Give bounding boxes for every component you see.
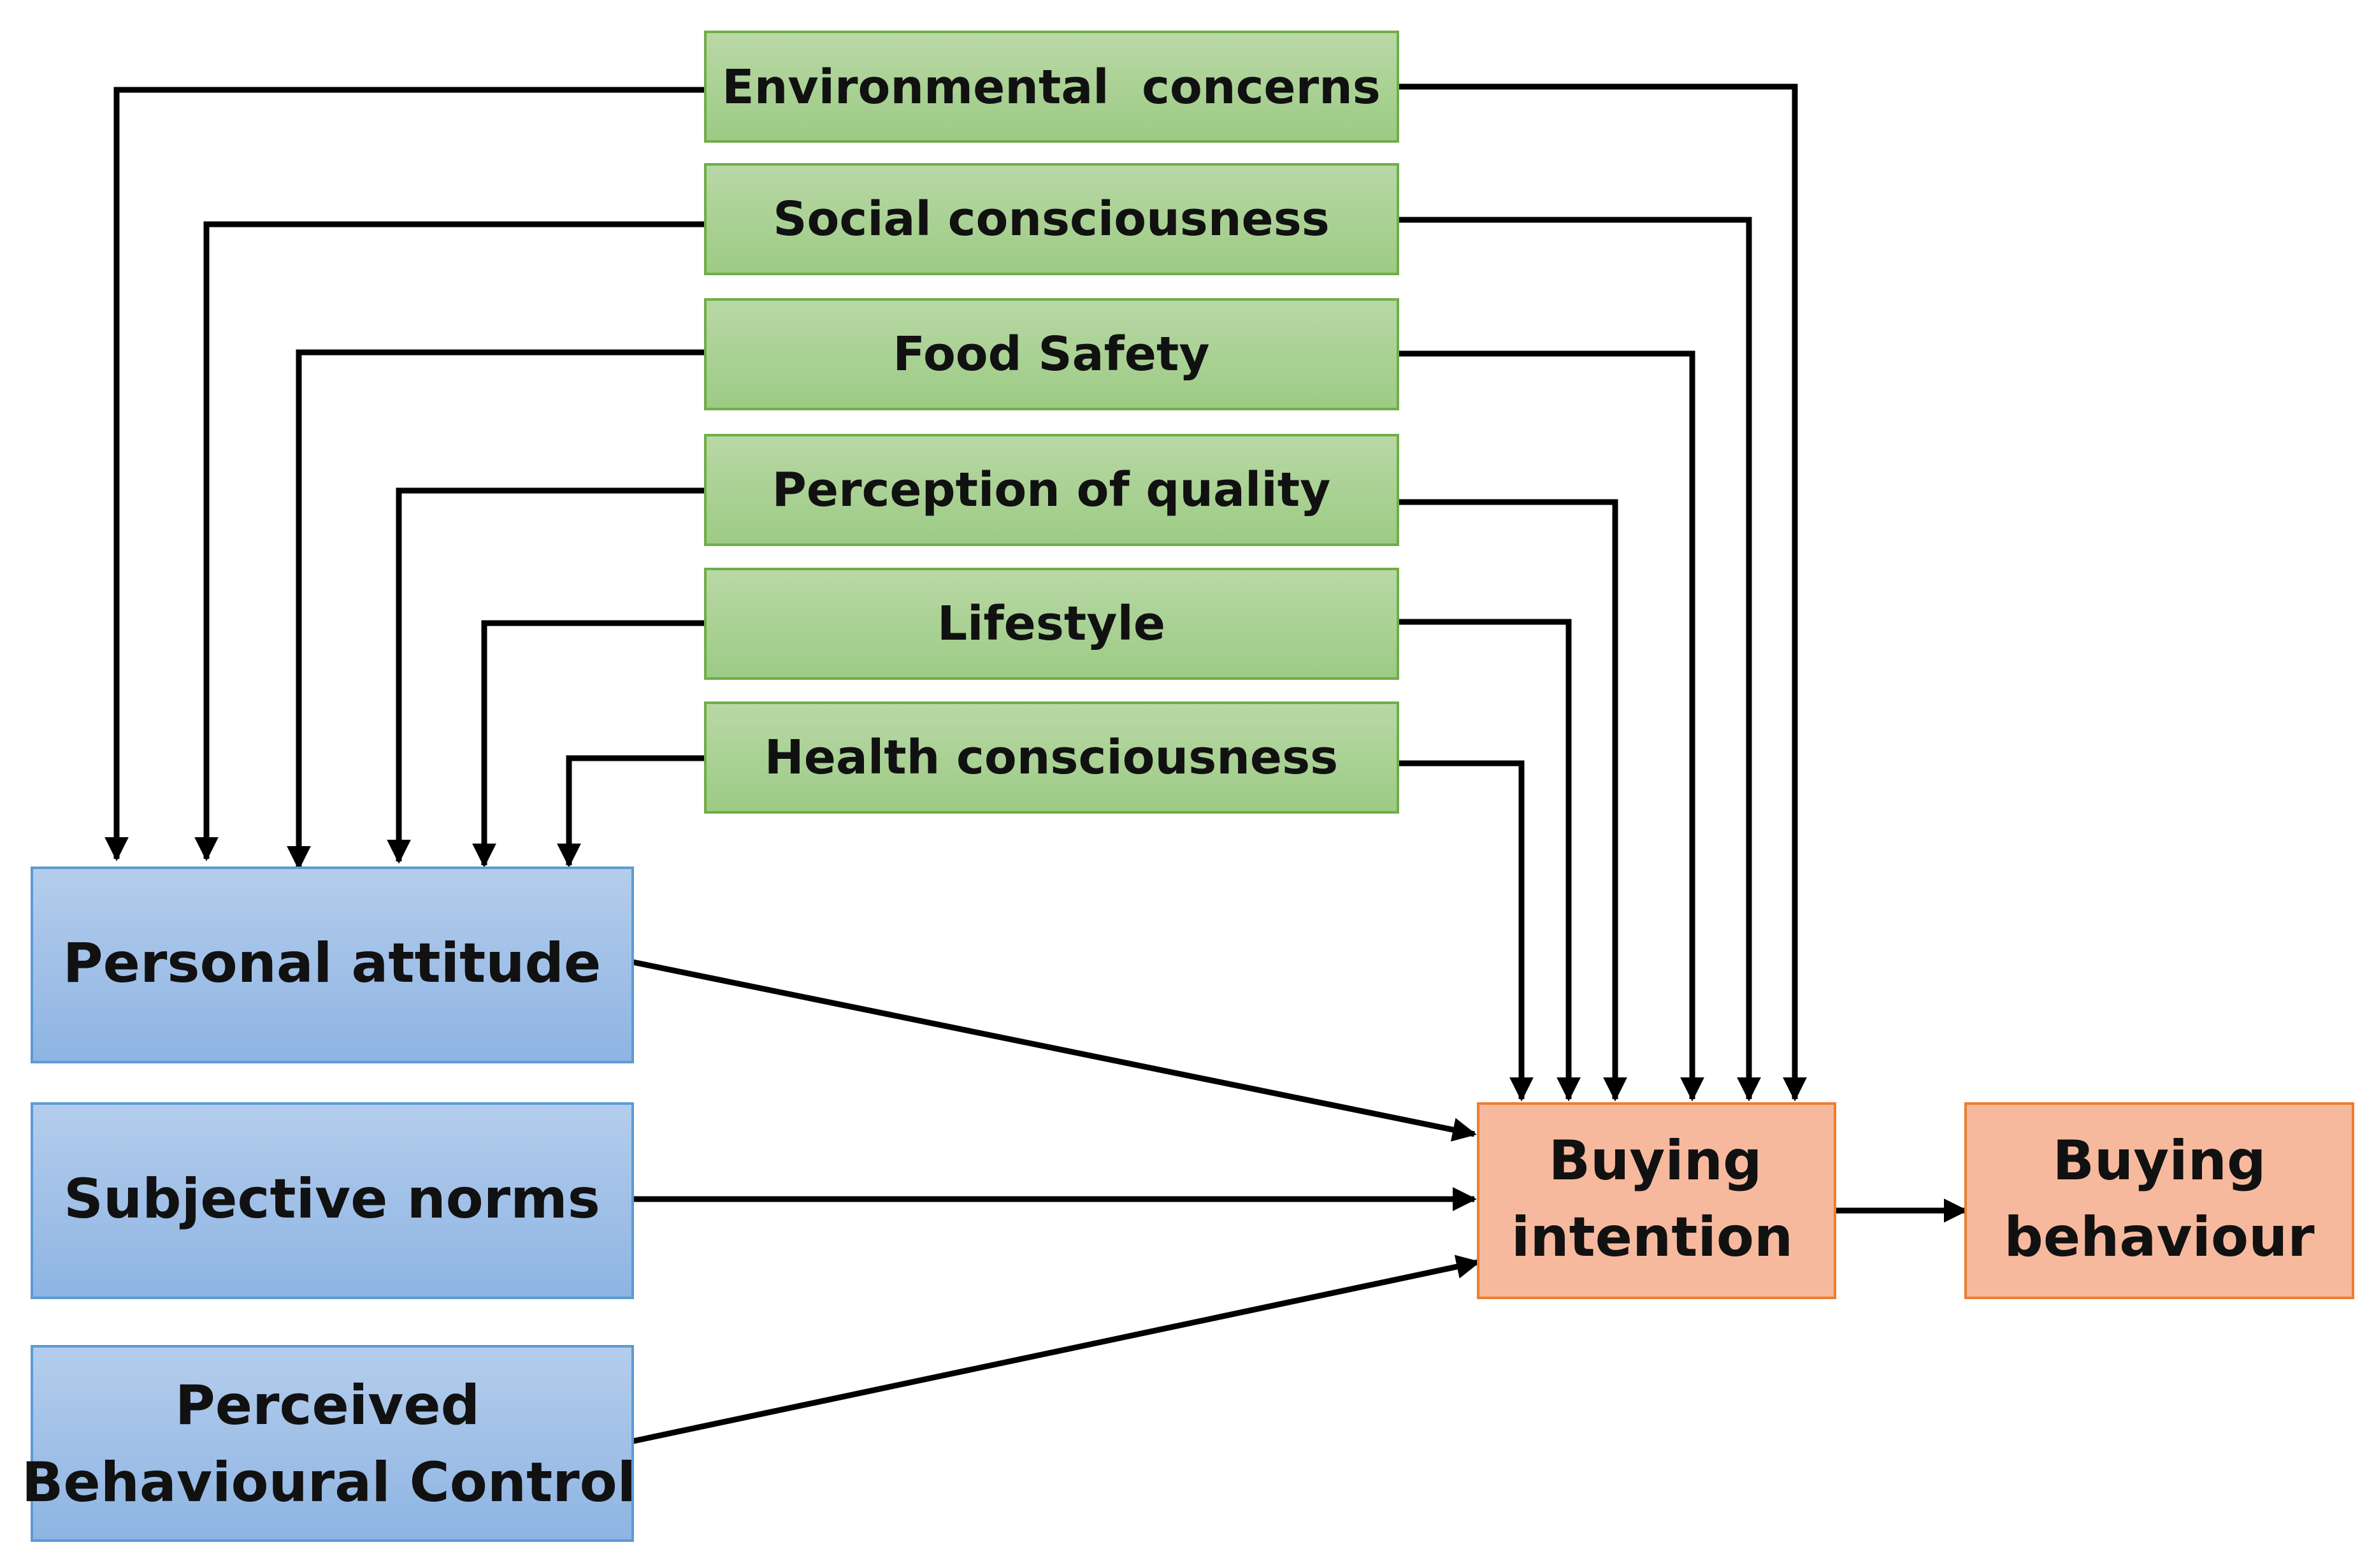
node-buying-behaviour: Buying behaviour <box>1964 1102 2354 1299</box>
node-personal-attitude: Personal attitude <box>31 867 634 1063</box>
node-lifestyle: Lifestyle <box>704 568 1399 680</box>
edge-lifestyle-to-buying-intention <box>1398 619 1581 1102</box>
node-social-consciousness: Social consciousness <box>704 163 1399 275</box>
node-label: Food Safety <box>893 327 1209 382</box>
edge-food-safety-to-buying-intention <box>1398 350 1704 1102</box>
node-label: Environmental concerns <box>722 60 1381 115</box>
buying-intention-rect <box>1477 1102 1836 1299</box>
edge-health-consciousness-to-buying-intention <box>1398 760 1534 1102</box>
node-label: Perception of quality <box>772 463 1331 517</box>
edge-social-consciousness-to-buying-intention <box>1398 217 1761 1102</box>
node-health-consciousness: Health consciousness <box>704 701 1399 814</box>
node-label-line1: Perceived <box>175 1374 480 1437</box>
edge-perception-of-quality-to-buying-intention <box>1398 499 1627 1102</box>
node-label-line1: Buying <box>2052 1129 2266 1193</box>
edge-food-safety-to-personal-attitude <box>287 349 705 870</box>
edge-environmental-concerns-to-buying-intention <box>1398 83 1807 1102</box>
factor-boxes: Environmental concerns Social consciousn… <box>704 31 1399 814</box>
edge-perceived-behavioural-control-to-buying-intention <box>632 1255 1481 1444</box>
node-label: Health consciousness <box>765 730 1338 785</box>
buying-behaviour-rect <box>1964 1102 2354 1299</box>
node-label: Social consciousness <box>773 192 1330 247</box>
node-label-line1: Buying <box>1548 1129 1762 1193</box>
outcome-boxes: Buying intention Buying behaviour <box>1477 1102 2354 1299</box>
node-subjective-norms: Subjective norms <box>31 1102 634 1299</box>
node-environmental-concerns: Environmental concerns <box>704 31 1399 143</box>
edge-environmental-concerns-to-personal-attitude <box>104 87 705 861</box>
node-label-line2: intention <box>1511 1205 1793 1269</box>
edges <box>104 83 1968 1444</box>
edge-lifestyle-to-personal-attitude <box>472 620 705 868</box>
node-label: Personal attitude <box>63 931 601 995</box>
node-label-line2: Behavioural Control <box>22 1451 636 1514</box>
node-perceived-behavioural-control: Perceived Behavioural Control <box>22 1345 636 1542</box>
edge-perception-of-quality-to-personal-attitude <box>387 487 709 864</box>
node-label: Subjective norms <box>64 1167 600 1231</box>
node-buying-intention: Buying intention <box>1477 1102 1836 1299</box>
node-label: Lifestyle <box>937 596 1165 651</box>
edge-personal-attitude-to-buying-intention <box>632 959 1477 1142</box>
node-food-safety: Food Safety <box>704 298 1399 410</box>
node-label-line2: behaviour <box>2004 1205 2315 1269</box>
edge-health-consciousness-to-personal-attitude <box>557 755 705 868</box>
node-perception-of-quality: Perception of quality <box>704 434 1399 546</box>
edge-social-consciousness-to-personal-attitude <box>194 221 705 861</box>
tpb-boxes: Personal attitude Subjective norms Perce… <box>22 867 636 1542</box>
